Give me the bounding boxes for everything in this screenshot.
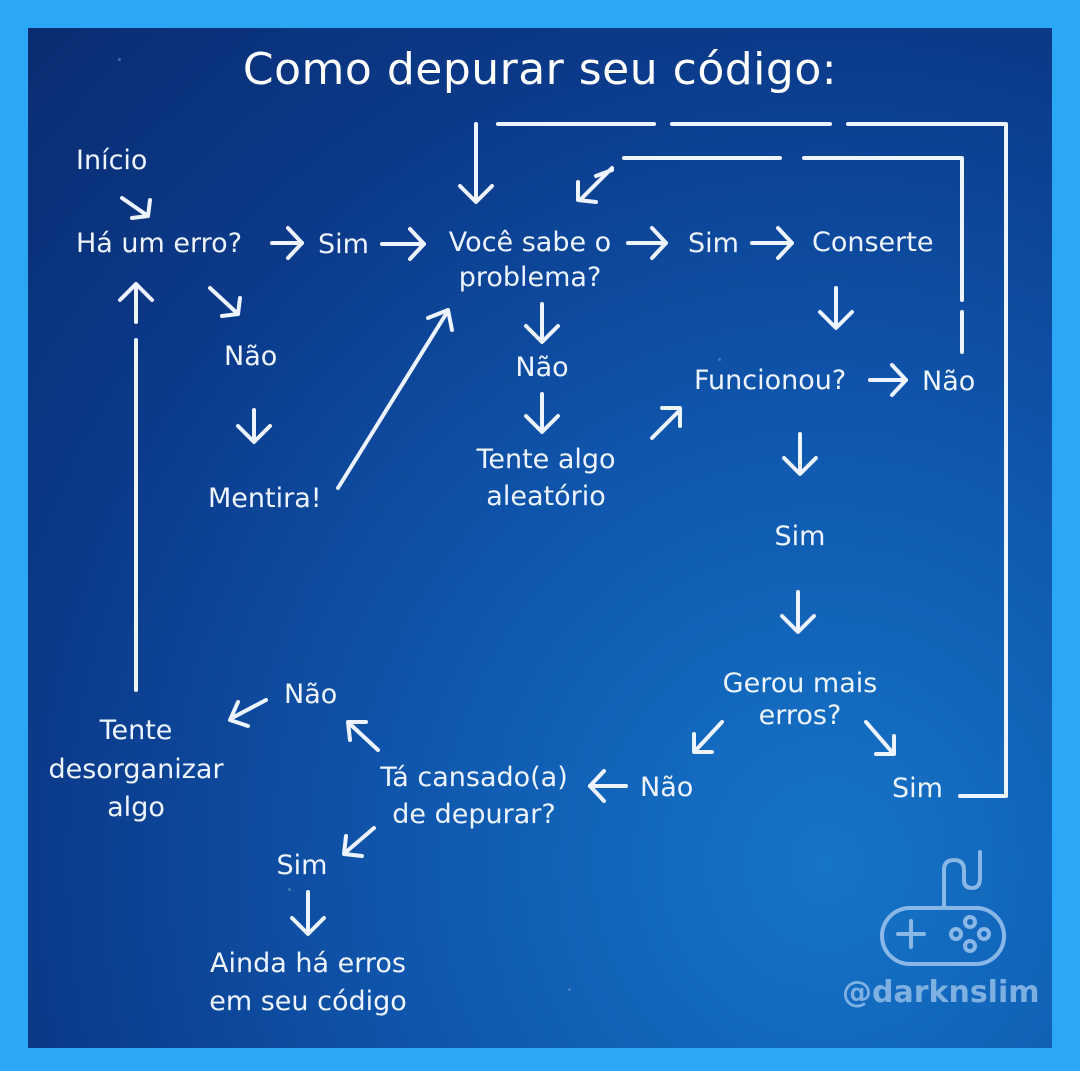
node-cansado-l2: de depurar? xyxy=(392,799,556,830)
arrow-sim-to-gerou xyxy=(780,590,816,634)
node-conserte: Conserte xyxy=(812,227,934,258)
arrow-sim-to-conserte xyxy=(750,226,794,260)
arrow-erro-to-sim xyxy=(270,226,304,260)
node-ha-erro: Há um erro? xyxy=(76,228,243,259)
star-dot xyxy=(118,58,121,61)
arrow-erro-to-nao xyxy=(208,286,242,318)
arrow-cansado-to-nao xyxy=(346,720,380,752)
node-mentira: Mentira! xyxy=(208,483,322,514)
arrow-sabe-to-sim xyxy=(626,226,668,260)
arrow-nao-to-mentira xyxy=(236,408,272,444)
arrow-nao-to-desorganizar xyxy=(228,698,268,728)
node-sim-3: Sim xyxy=(774,521,826,552)
arrow-nao-to-cansado xyxy=(588,769,628,803)
node-tente-l2: aleatório xyxy=(486,481,606,512)
arrow-funcionou-to-sim xyxy=(782,432,818,476)
node-sabe-l2: problema? xyxy=(458,262,602,293)
arrow-gerou-to-nao xyxy=(692,720,724,754)
star-dot xyxy=(568,988,571,991)
arrow-sabe-to-nao xyxy=(524,302,560,344)
node-sim-5: Sim xyxy=(276,850,328,881)
node-cansado-l1: Tá cansado(a) xyxy=(380,762,568,793)
star-dot xyxy=(288,888,291,891)
loop-nao-to-sabe xyxy=(576,156,964,354)
star-dot xyxy=(718,358,721,361)
gamepad-icon xyxy=(880,850,1006,966)
node-gerou-l1: Gerou mais xyxy=(722,668,878,699)
node-nao-1: Não xyxy=(224,341,278,372)
arrow-tente-to-funcionou xyxy=(650,406,682,440)
node-sim-2: Sim xyxy=(688,228,739,259)
arrow-cansado-to-sim xyxy=(342,826,376,858)
arrow-desorganizar-to-erro xyxy=(118,282,154,692)
arrow-conserte-to-funcionou xyxy=(818,286,854,330)
node-desorg-l3: algo xyxy=(107,792,165,823)
node-desorg-l2: desorganizar xyxy=(48,754,224,785)
arrow-sim-to-sabe xyxy=(380,227,426,261)
node-sim-4: Sim xyxy=(892,773,943,804)
watermark-handle: @darknslim xyxy=(842,975,1040,1010)
loop-sim-to-sabe xyxy=(458,122,1008,798)
node-nao-5: Não xyxy=(284,679,338,710)
arrow-inicio-to-erro xyxy=(120,196,152,220)
node-nao-3: Não xyxy=(922,366,976,397)
flowchart-panel xyxy=(28,28,1052,1048)
node-tente-l1: Tente algo xyxy=(476,444,616,475)
node-nao-2: Não xyxy=(515,352,569,383)
arrow-funcionou-to-nao xyxy=(868,363,908,397)
node-nao-4: Não xyxy=(640,772,694,803)
node-sim-1: Sim xyxy=(318,229,369,260)
arrow-sim-to-ainda xyxy=(290,890,326,936)
arrow-nao-to-tente xyxy=(524,392,560,434)
page-title: Como depurar seu código: xyxy=(242,44,838,95)
node-funcionou: Funcionou? xyxy=(694,365,847,396)
arrow-gerou-to-sim xyxy=(864,720,896,756)
node-gerou-l2: erros? xyxy=(758,700,842,731)
node-sabe-l1: Você sabe o xyxy=(448,227,612,258)
node-inicio: Início xyxy=(76,145,148,176)
node-ainda-l1: Ainda há erros xyxy=(210,948,406,979)
node-desorg-l1: Tente xyxy=(99,715,173,746)
arrow-mentira-to-sabe xyxy=(336,308,454,490)
node-ainda-l2: em seu código xyxy=(209,986,407,1017)
